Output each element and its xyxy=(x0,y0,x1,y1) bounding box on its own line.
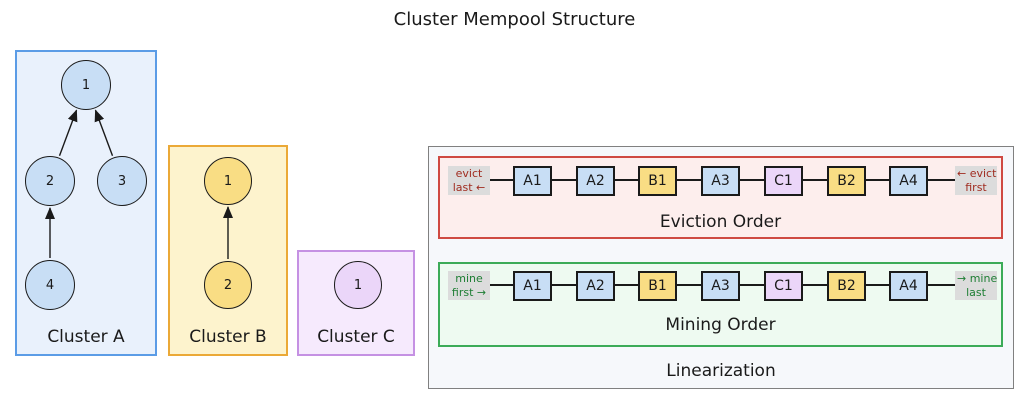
eviction-right-endpoint-line-1: first xyxy=(965,180,987,194)
eviction-chain-box-B2: B2 xyxy=(827,166,866,196)
mining-chain-box-A3: A3 xyxy=(701,271,740,301)
mining-left-endpoint-line-0: mine xyxy=(455,272,483,285)
eviction-left-endpoint-line-0: evict xyxy=(455,167,483,180)
cluster-A-node-4: 4 xyxy=(25,260,75,310)
cluster-A-node-3: 3 xyxy=(97,156,147,206)
cluster-C-label: Cluster C xyxy=(317,327,395,347)
mining-chain-box-B1: B1 xyxy=(638,271,677,301)
eviction-chain-box-A3: A3 xyxy=(701,166,740,196)
eviction-chain-box-B1: B1 xyxy=(638,166,677,196)
cluster-C-node-1: 1 xyxy=(334,261,382,309)
mining-chain-box-B2: B2 xyxy=(827,271,866,301)
cluster-A-label: Cluster A xyxy=(47,327,125,347)
cluster-B-label: Cluster B xyxy=(189,327,267,347)
eviction-chain-box-C1: C1 xyxy=(764,166,803,196)
mining-chain-box-A2: A2 xyxy=(576,271,615,301)
mining-chain-box-C1: C1 xyxy=(764,271,803,301)
cluster-A-node-2: 2 xyxy=(25,156,75,206)
cluster-B-node-2: 2 xyxy=(204,261,252,309)
eviction-chain-box-A4: A4 xyxy=(889,166,928,196)
linearization-label: Linearization xyxy=(666,361,776,381)
cluster-A-node-1: 1 xyxy=(61,60,111,110)
mining-order-label: Mining Order xyxy=(665,315,776,335)
mining-chain-box-A1: A1 xyxy=(513,271,552,301)
mining-left-endpoint-line-1: first → xyxy=(451,285,487,299)
eviction-chain-box-A1: A1 xyxy=(513,166,552,196)
eviction-right-endpoint-line-0: ← evict xyxy=(957,167,997,180)
eviction-left-endpoint-line-1: last ← xyxy=(452,180,486,194)
eviction-chain-box-A2: A2 xyxy=(576,166,615,196)
mining-right-endpoint-line-0: → mine xyxy=(957,272,998,285)
mining-chain-box-A4: A4 xyxy=(889,271,928,301)
cluster-B-node-1: 1 xyxy=(204,157,252,205)
mining-right-endpoint-line-1: last xyxy=(966,285,986,299)
eviction-order-label: Eviction Order xyxy=(659,212,782,232)
diagram-title: Cluster Mempool Structure xyxy=(393,9,636,30)
